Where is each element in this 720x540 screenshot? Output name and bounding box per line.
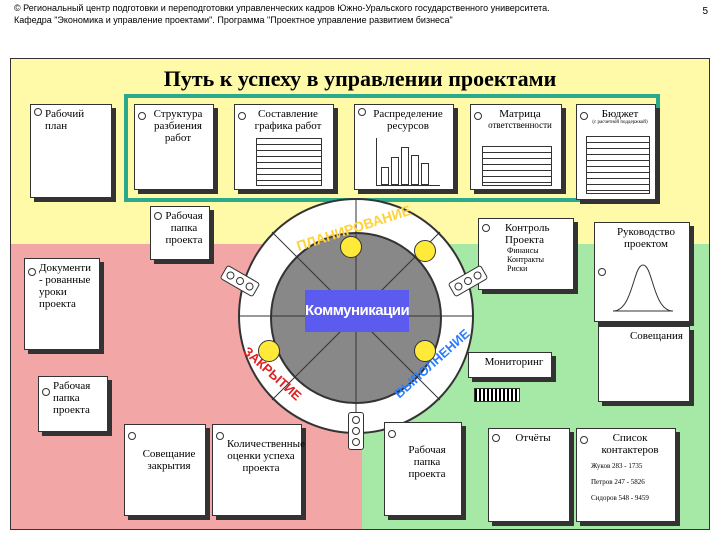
contact-item: Жуков 283 - 1735 — [591, 462, 669, 470]
control-card: Контроль Проекта Финансы Контракты Риски — [478, 218, 574, 290]
quantity-card: Количественные оценки успеха проекта — [212, 424, 302, 516]
ring-icon — [128, 432, 136, 440]
contact-item: Петров 247 - 5826 — [591, 478, 669, 486]
guide-label: Руководство проектом — [617, 226, 675, 250]
control-item: Контракты — [493, 255, 567, 264]
matrix-sub-label: ответственности — [485, 120, 555, 130]
control-label: Контроль Проекта — [493, 222, 567, 246]
ring-icon — [580, 436, 588, 444]
folder-right-card: Рабочая папка проекта — [384, 422, 462, 516]
page-number: 5 — [702, 6, 708, 17]
meetings-label: Совещания — [630, 330, 683, 342]
page-title: Путь к успеху в управлении проектами — [0, 66, 720, 92]
schedule-table — [256, 138, 322, 186]
header: © Региональный центр подготовки и перепо… — [14, 2, 654, 26]
work-plan-card: Рабочий план — [30, 104, 112, 198]
monitoring-card: Мониторинг — [468, 352, 552, 378]
reports-label: Отчёты — [515, 432, 550, 444]
ring-icon — [138, 112, 146, 120]
histogram-bar — [421, 163, 429, 185]
ring-icon — [474, 112, 482, 120]
ring-icon — [154, 212, 162, 220]
ring-icon — [388, 430, 396, 438]
lightbulb-icon — [258, 340, 280, 362]
budget-sub-label: (с расчетной поддержкой) — [591, 120, 649, 125]
closing-meeting-label: Совещание закрытия — [139, 448, 199, 472]
wbs-card: Структура разбиения работ — [134, 104, 214, 190]
bell-curve-chart — [613, 263, 673, 313]
quantity-label: Количественные оценки успеха проекта — [227, 438, 295, 474]
header-line-2: Кафедра "Экономика и управление проектам… — [14, 14, 654, 26]
lightbulb-icon — [414, 340, 436, 362]
meetings-card: Совещания — [598, 326, 690, 402]
communications-core: Коммуникации — [305, 290, 409, 332]
folder-left-label: Рабочая папка проекта — [53, 380, 90, 416]
budget-label: Бюджет — [591, 108, 649, 120]
resources-label: Распределение ресурсов — [373, 108, 443, 132]
histogram-bar — [381, 167, 389, 185]
ring-icon — [42, 388, 50, 396]
lightbulb-icon — [340, 236, 362, 258]
contacts-card: Список контактеров Жуков 283 - 1735 Петр… — [576, 428, 676, 522]
control-item: Риски — [493, 264, 567, 273]
budget-table — [586, 136, 650, 194]
ring-icon — [358, 108, 366, 116]
ring-icon — [482, 224, 490, 232]
ring-icon — [216, 432, 224, 440]
control-item: Финансы — [493, 246, 567, 255]
lightbulb-icon — [414, 240, 436, 262]
folder-left-card: Рабочая папка проекта — [38, 376, 108, 432]
folder-top-label: Рабочая папка проекта — [165, 210, 202, 246]
header-line-1: © Региональный центр подготовки и перепо… — [14, 2, 654, 14]
traffic-light-icon — [348, 412, 364, 450]
schedule-label: Составление графика работ — [255, 108, 322, 132]
ring-icon — [598, 268, 606, 276]
matrix-table — [482, 146, 552, 186]
guide-card: Руководство проектом — [594, 222, 690, 322]
folder-right-label: Рабочая папка проекта — [399, 444, 455, 480]
ring-icon — [238, 112, 246, 120]
monitoring-label: Мониторинг — [485, 356, 544, 368]
barcode-icon — [474, 388, 520, 402]
contacts-label: Список контактеров — [591, 432, 669, 456]
resources-histogram — [376, 138, 440, 186]
work-plan-label: Рабочий план — [45, 108, 84, 132]
contact-item: Сидоров 548 - 9459 — [591, 494, 669, 502]
histogram-bar — [401, 147, 409, 185]
histogram-bar — [411, 155, 419, 185]
ring-icon — [492, 434, 500, 442]
ring-icon — [580, 112, 588, 120]
closing-meeting-card: Совещание закрытия — [124, 424, 206, 516]
wbs-label: Структура разбиения работ — [154, 108, 203, 144]
matrix-label: Матрица — [485, 108, 555, 120]
docs-label: Документи - рованные уроки проекта — [39, 262, 91, 310]
reports-card: Отчёты — [488, 428, 570, 522]
ring-icon — [34, 108, 42, 116]
histogram-bar — [391, 157, 399, 185]
ring-icon — [28, 268, 36, 276]
